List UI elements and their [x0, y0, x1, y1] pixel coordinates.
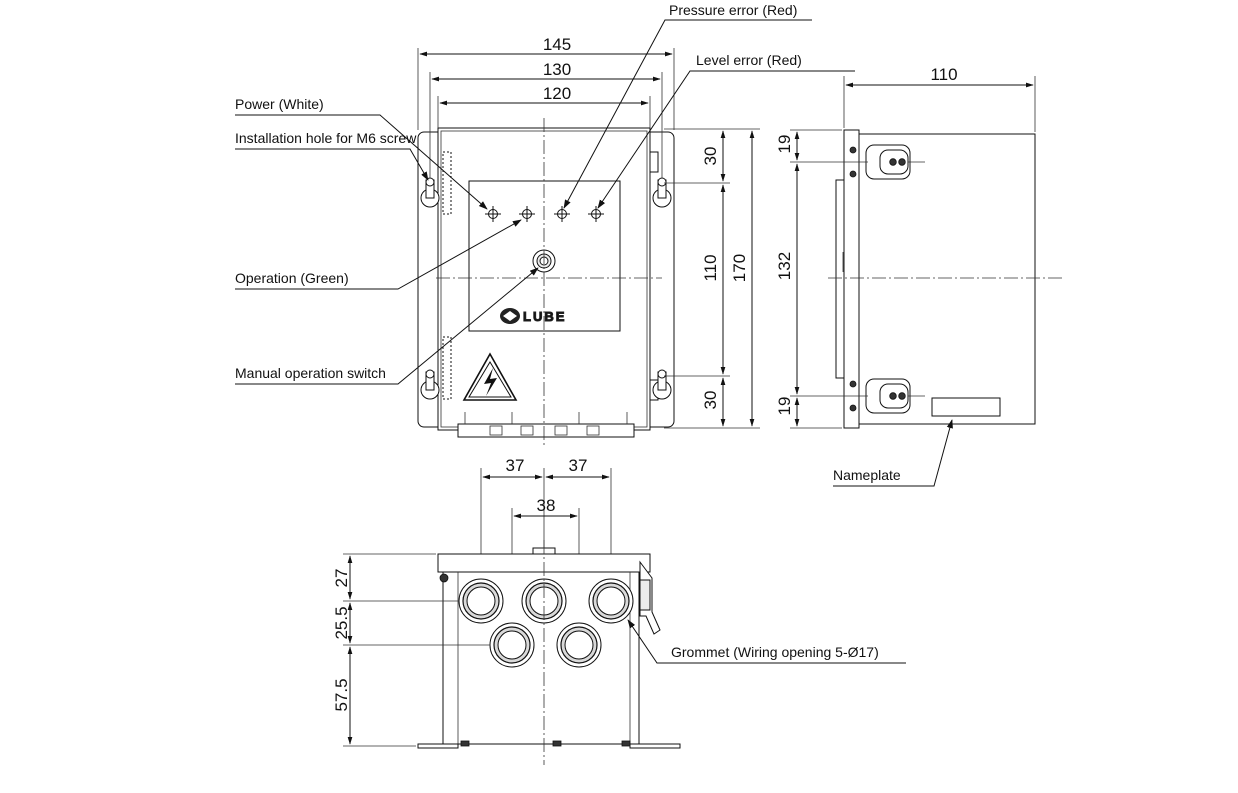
callout-level-error: Level error (Red)	[696, 52, 802, 68]
callout-installation-hole: Installation hole for M6 screw	[235, 130, 417, 146]
callout-nameplate: Nameplate	[833, 467, 901, 483]
dim-row2-25-5: 25.5	[332, 606, 351, 639]
grommet-3	[588, 578, 634, 624]
level-error-lamp	[588, 206, 604, 222]
hinge-strip-bottom	[442, 336, 452, 400]
dim-height-total-170: 170	[730, 254, 749, 282]
hinge-strip-top	[442, 151, 452, 215]
callout-power: Power (White)	[235, 96, 324, 112]
dim-pitch-left-37: 37	[506, 456, 525, 475]
grommet-1	[458, 578, 504, 624]
dim-mount-pitch-132: 132	[775, 252, 794, 280]
dim-base-57-5: 57.5	[332, 678, 351, 711]
logo-text: LUBE	[523, 309, 566, 324]
nameplate-plate	[931, 397, 1001, 417]
power-lamp	[485, 206, 501, 222]
dim-row1-27: 27	[332, 569, 351, 588]
callout-grommet: Grommet (Wiring opening 5-Ø17)	[671, 644, 879, 660]
dim-depth-110: 110	[930, 65, 957, 84]
pressure-error-lamp	[554, 206, 570, 222]
dim-pitch-right-37: 37	[569, 456, 588, 475]
bottom-view: 27 25.5 57.5	[332, 540, 681, 765]
dim-width-120: 120	[543, 84, 571, 103]
callout-manual-switch: Manual operation switch	[235, 365, 386, 381]
lube-logo: LUBE	[500, 308, 566, 325]
bottom-connector-strip	[457, 423, 635, 438]
dim-bottom-offset-19: 19	[775, 397, 794, 416]
grommet-4	[489, 622, 535, 668]
dim-width-130: 130	[543, 60, 571, 79]
dim-top-offset-19: 19	[775, 135, 794, 154]
dim-height-top-30: 30	[701, 147, 720, 166]
dim-height-bottom-30: 30	[701, 391, 720, 410]
dim-height-mid-110: 110	[701, 254, 720, 281]
dim-pitch-lower-38: 38	[537, 496, 556, 515]
installation-hole-bottom-left	[420, 369, 440, 400]
front-view: LUBE 145 130 120	[417, 35, 760, 556]
side-view: 110 19 132 19	[775, 65, 1062, 429]
callout-operation: Operation (Green)	[235, 270, 349, 286]
installation-hole-top-right	[652, 177, 672, 208]
callout-pressure-error: Pressure error (Red)	[669, 2, 797, 18]
grommet-5	[556, 622, 602, 668]
latch-top	[849, 144, 925, 180]
installation-hole-top-left	[420, 177, 440, 208]
dim-width-145: 145	[543, 35, 571, 54]
latch-bottom	[849, 378, 925, 414]
callouts: Pressure error (Red) Level error (Red) P…	[235, 2, 953, 664]
electrical-warning-icon	[462, 352, 518, 401]
side-enclosure-body	[858, 133, 1036, 425]
operation-lamp	[519, 206, 535, 222]
side-cover-profile	[835, 179, 845, 379]
